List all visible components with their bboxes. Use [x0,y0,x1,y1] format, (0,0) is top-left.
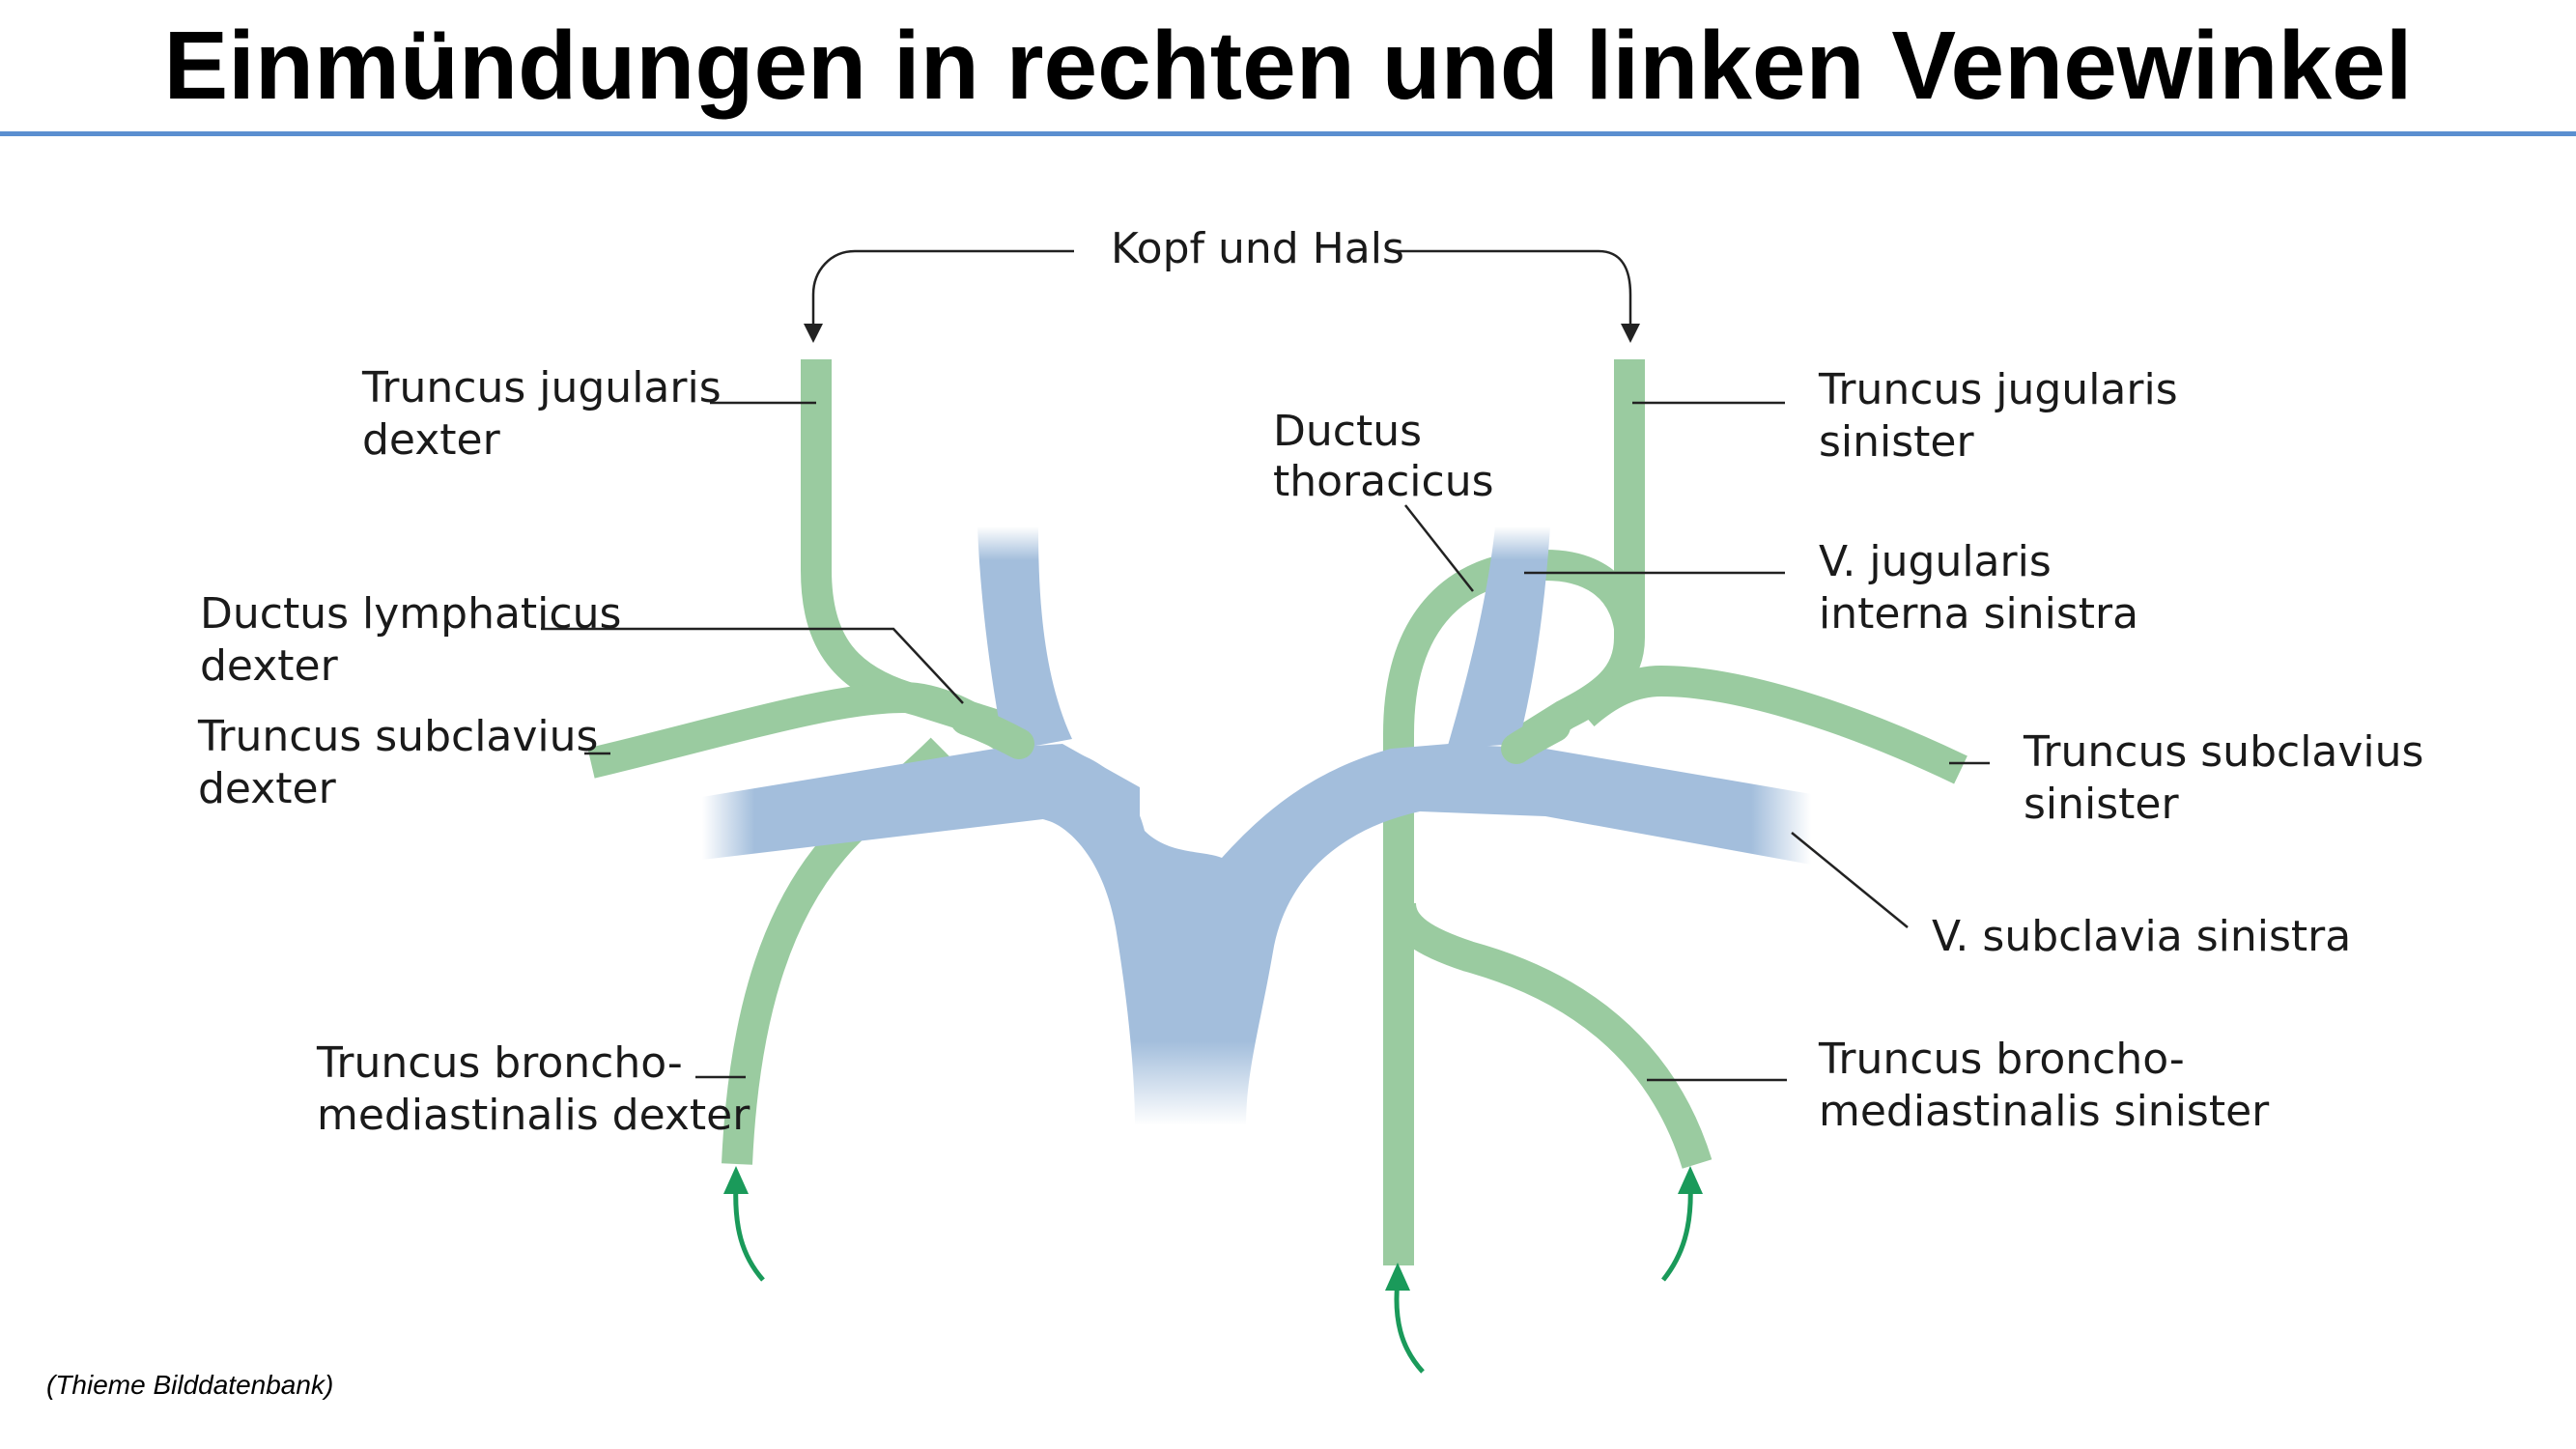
vein-system [702,526,1811,1125]
label-ductus-thoracicus-2: thoracicus [1273,457,1494,506]
slide-title: Einmündungen in rechten und linken Venew… [163,12,2413,120]
v-subclavia-sinistra [1314,744,1811,865]
label-truncus-bronchomediastinalis-sinister-2: mediastinalis sinister [1819,1087,2270,1136]
truncus-subclavius-sinister-vessel [1573,665,1967,784]
v-jugularis-interna-sinistra [1447,526,1550,749]
v-jugularis-interna-dextra [977,526,1072,752]
inflow-arrow-center [1394,1279,1425,1374]
label-v-jugularis-interna-sinistra-1: V. jugularis [1819,537,2052,586]
leader-lines [541,249,1990,1082]
label-truncus-jugularis-sinister-1: Truncus jugularis [1818,365,2178,414]
label-truncus-subclavius-dexter-2: dexter [198,764,337,813]
label-truncus-bronchomediastinalis-dexter-2: mediastinalis dexter [317,1091,750,1140]
inflow-arrow-left [733,1182,765,1282]
label-v-jugularis-interna-sinistra-2: interna sinistra [1819,589,2138,639]
label-v-subclavia-sinistra: V. subclavia sinistra [1932,912,2351,961]
label-ductus-thoracicus-1: Ductus [1273,407,1422,456]
label-truncus-jugularis-sinister-2: sinister [1819,417,1975,467]
title-rule [0,131,2576,136]
label-truncus-bronchomediastinalis-dexter-1: Truncus broncho- [316,1038,683,1088]
inflow-arrows [733,1182,1693,1374]
label-truncus-subclavius-sinister-2: sinister [2024,780,2180,829]
truncus-subclavius-dexter-vessel [587,681,1023,779]
label-truncus-bronchomediastinalis-sinister-1: Truncus broncho- [1818,1035,2185,1084]
label-truncus-jugularis-dexter-2: dexter [362,415,501,465]
image-source-credit: (Thieme Bilddatenbank) [46,1370,334,1400]
label-truncus-subclavius-dexter-1: Truncus subclavius [197,712,598,761]
label-truncus-subclavius-sinister-1: Truncus subclavius [2023,727,2423,777]
truncus-bronchomediastinalis-sinister-vessel [1385,901,1713,1169]
v-cava-superior [995,744,1449,1125]
label-kopf-und-hals: Kopf und Hals [1111,224,1404,273]
inflow-arrow-right [1661,1182,1693,1282]
label-truncus-jugularis-dexter-1: Truncus jugularis [361,363,722,412]
label-ductus-lymphaticus-dexter-2: dexter [200,641,339,691]
label-ductus-lymphaticus-dexter-1: Ductus lymphaticus [200,589,621,639]
